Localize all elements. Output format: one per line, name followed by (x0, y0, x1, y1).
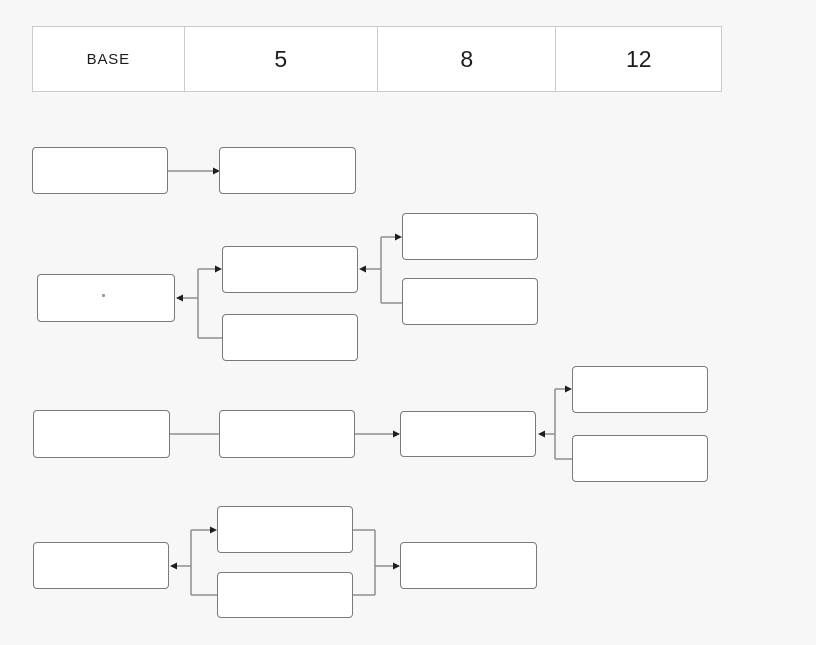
arrowhead-left-icon (359, 265, 366, 273)
arrowhead-left-icon (170, 562, 177, 570)
arrowhead-right-icon (215, 265, 222, 273)
node-g3-right-top[interactable] (572, 366, 708, 413)
base-value-8: 8 (460, 45, 474, 72)
stray-mark (102, 294, 105, 297)
arrowhead-right-icon (565, 385, 572, 393)
base-label: BASE (86, 50, 130, 68)
base-value-12: 12 (625, 45, 652, 72)
base-table-cell-base: BASE (33, 27, 185, 91)
base-table: BASE 5 8 12 (32, 26, 722, 92)
arrowhead-left-icon (538, 430, 545, 438)
node-g2-mid-bottom[interactable] (222, 314, 358, 361)
node-g1-a[interactable] (32, 147, 168, 194)
node-g4-mid-top[interactable] (217, 506, 353, 553)
node-g2-right-top[interactable] (402, 213, 538, 260)
arrowhead-right-icon (393, 430, 400, 438)
arrowhead-right-icon (395, 233, 402, 241)
connector-group4-left-fork (170, 526, 217, 596)
arrowhead-right-icon (393, 562, 400, 570)
connector-group2-left-fork (176, 265, 222, 339)
node-g4-right[interactable] (400, 542, 537, 589)
node-g1-b[interactable] (219, 147, 356, 194)
arrowhead-left-icon (176, 294, 183, 302)
node-g2-right-bottom[interactable] (402, 278, 538, 325)
connector-group1 (168, 167, 220, 175)
node-g2-left[interactable] (37, 274, 175, 322)
arrowhead-right-icon (210, 526, 217, 534)
node-g2-mid-top[interactable] (222, 246, 358, 293)
connector-group2-right-fork (359, 233, 402, 304)
node-g4-mid-bottom[interactable] (217, 572, 353, 618)
node-g3-2[interactable] (219, 410, 355, 458)
node-g4-left[interactable] (33, 542, 169, 589)
connector-group4-right-merge (353, 529, 400, 596)
base-value-5: 5 (274, 45, 288, 72)
node-g3-3[interactable] (400, 411, 536, 457)
node-g3-right-bottom[interactable] (572, 435, 708, 482)
base-table-cell-12: 12 (556, 27, 721, 91)
base-table-cell-8: 8 (378, 27, 557, 91)
connector-group3-right-fork (538, 385, 572, 460)
base-table-cell-5: 5 (184, 27, 378, 91)
node-g3-1[interactable] (33, 410, 170, 458)
